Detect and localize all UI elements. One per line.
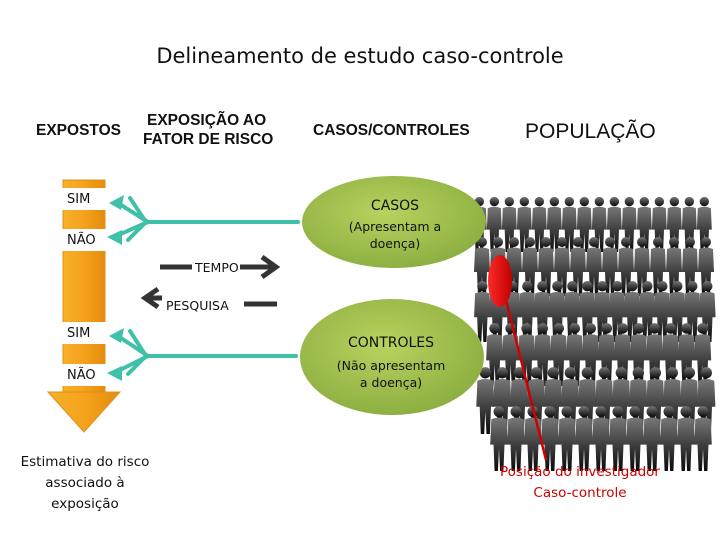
controles-text: CONTROLES (Não apresentam a doença): [306, 335, 476, 391]
casos-ellipse: [302, 176, 486, 268]
population-crowd: [471, 196, 716, 471]
casos-text: CASOS (Apresentam a doença): [310, 198, 480, 252]
teal-arrowhead-sim-top: [109, 195, 124, 210]
teal-arrowhead-nao-bottom: [107, 366, 122, 381]
nao-bottom-block: [60, 364, 108, 386]
orange-arrow: [46, 179, 122, 433]
label-nao-top: NÃO: [67, 233, 96, 248]
controles-ellipse: [300, 299, 484, 415]
sim-top-block: [60, 188, 108, 210]
header-casos-controles: CASOS/CONTROLES: [313, 122, 470, 139]
estimativa-text: Estimativa do risco associado à exposiçã…: [20, 454, 150, 512]
controles-subtitle: (Não apresentam a doença): [336, 358, 446, 390]
header-exposicao-line2: FATOR DE RISCO: [143, 131, 274, 148]
teal-arrowhead-nao-top: [107, 230, 122, 245]
controles-title: CONTROLES: [347, 335, 435, 351]
sim-bottom-block: [60, 322, 108, 344]
tempo-arrow: [160, 254, 281, 280]
investigador-line2: Caso-controle: [533, 485, 627, 501]
page-title: Delineamento de estudo caso-controle: [156, 44, 564, 68]
header-populacao: POPULAÇÃO: [525, 120, 656, 143]
teal-arrows-bottom: [114, 329, 298, 376]
crowd-person: [474, 281, 491, 342]
header-expostos: EXPOSTOS: [36, 122, 121, 139]
header-exposicao-line1: EXPOSIÇÃO AO: [147, 112, 267, 129]
nao-top-block: [60, 229, 108, 251]
teal-arrows-top: [114, 196, 300, 242]
header-exposicao: EXPOSIÇÃO AO FATOR DE RISCO: [143, 111, 293, 149]
label-tempo: TEMPO: [195, 260, 239, 275]
casos-title: CASOS: [370, 198, 420, 214]
label-sim-bottom: SIM: [67, 326, 91, 341]
casos-subtitle: (Apresentam a doença): [348, 219, 442, 251]
label-sim-top: SIM: [67, 192, 91, 207]
teal-arrowhead-sim-bottom: [109, 328, 124, 343]
pesquisa-arrow: [140, 286, 277, 310]
investigador-caption: Posição do investigador Caso-controle: [470, 462, 690, 504]
label-nao-bottom: NÃO: [67, 368, 96, 383]
label-pesquisa: PESQUISA: [166, 298, 229, 313]
investigator-marker: [488, 255, 548, 461]
investigador-line1: Posição do investigador: [500, 464, 660, 480]
